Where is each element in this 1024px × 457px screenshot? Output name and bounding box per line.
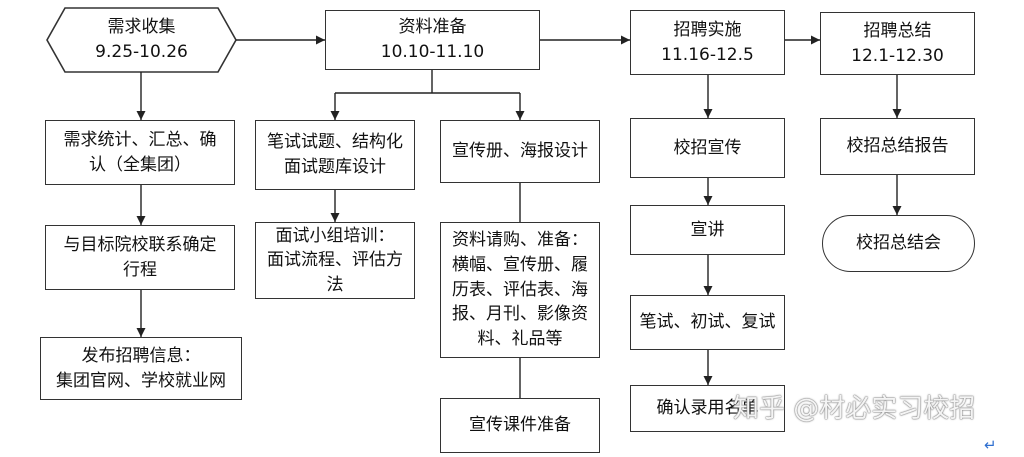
step-heading: 发布招聘信息： [81, 345, 201, 366]
stage-title: 需求收集 [107, 17, 176, 38]
step-label: 校招宣传 [673, 137, 742, 158]
stage-dates: 10.10-11.10 [380, 42, 485, 62]
stage-material-preparation: 资料准备 10.10-11.10 [325, 10, 540, 70]
step-label: 笔试、初试、复试 [639, 312, 776, 333]
step-label: 宣讲 [690, 219, 725, 240]
stage-dates: 12.1-12.30 [851, 45, 944, 66]
impl-exams-interviews: 笔试、初试、复试 [630, 295, 785, 350]
prep-materials-procurement: 资料请购、准备： 横幅、宣传册、履历表、评估表、海报、月刊、影像资料、礼品等 [440, 222, 600, 358]
demand-step-publish-info: 发布招聘信息： 集团官网、学校就业网 [40, 337, 242, 400]
step-detail: 面试流程、评估方法 [267, 250, 403, 295]
step-detail: 横幅、宣传册、履历表、评估表、海报、月刊、影像资料、礼品等 [452, 255, 588, 349]
stage-recruitment-implementation: 招聘实施 11.16-12.5 [630, 10, 785, 75]
step-detail: 集团官网、学校就业网 [56, 370, 226, 391]
step-label: 笔试试题、结构化面试题库设计 [267, 132, 403, 177]
step-label: 确认录用名单 [656, 398, 759, 419]
step-heading: 资料请购、准备： [452, 230, 588, 251]
impl-campus-promotion: 校招宣传 [630, 118, 785, 178]
step-label: 宣传册、海报设计 [452, 141, 588, 162]
step-label: 校招总结报告 [846, 136, 949, 157]
impl-confirm-hires: 确认录用名单 [630, 385, 785, 432]
prep-courseware: 宣传课件准备 [440, 398, 600, 453]
stage-title: 招聘实施 [673, 19, 742, 40]
watermark: 知乎 @材必实习校招 [733, 394, 976, 424]
impl-presentation: 宣讲 [630, 205, 785, 255]
stage-title: 资料准备 [398, 17, 467, 38]
step-label: 宣传课件准备 [469, 415, 571, 436]
paragraph-mark-icon: ↵ [984, 436, 997, 454]
prep-brochure-design: 宣传册、海报设计 [440, 120, 600, 183]
step-label: 校招总结会 [856, 233, 941, 254]
stage-dates: 9.25-10.26 [95, 42, 188, 62]
stage-title: 招聘总结 [863, 20, 932, 41]
summary-meeting: 校招总结会 [822, 215, 975, 272]
demand-step-contact-schools: 与目标院校联系确定行程 [45, 225, 235, 290]
stage-demand-collection: 需求收集 9.25-10.26 [47, 8, 236, 72]
stage-recruitment-summary: 招聘总结 12.1-12.30 [820, 12, 975, 75]
step-label: 需求统计、汇总、确认（全集团） [63, 129, 217, 175]
demand-step-confirm: 需求统计、汇总、确认（全集团） [45, 120, 235, 185]
step-label: 与目标院校联系确定行程 [63, 234, 217, 280]
prep-interview-training: 面试小组培训： 面试流程、评估方法 [255, 222, 415, 299]
step-heading: 面试小组培训： [275, 225, 395, 246]
summary-report: 校招总结报告 [820, 118, 975, 175]
stage-dates: 11.16-12.5 [661, 44, 754, 65]
prep-exam-design: 笔试试题、结构化面试题库设计 [255, 120, 415, 190]
